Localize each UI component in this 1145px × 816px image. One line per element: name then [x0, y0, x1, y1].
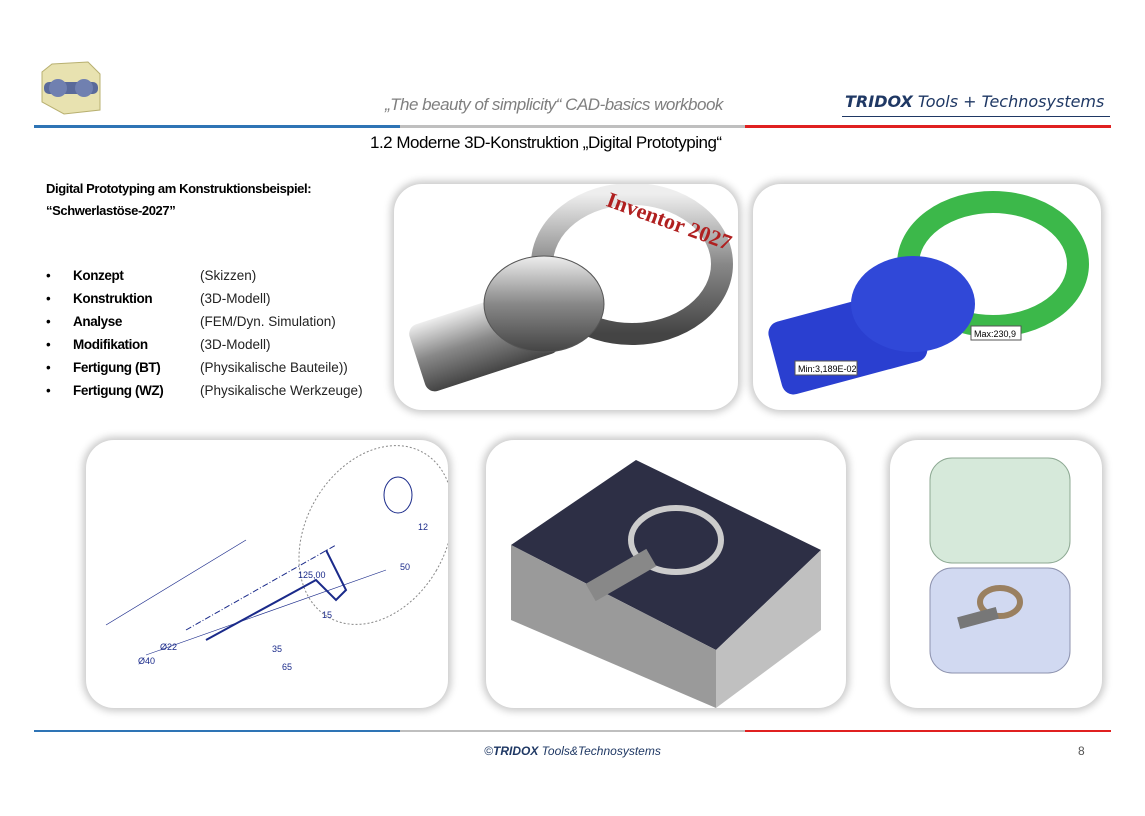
brand-name: TRIDOX Tools + Technosystems — [845, 92, 1104, 111]
process-list: • Konzept (Skizzen) • Konstruktion (3D-Model… — [46, 268, 363, 406]
divider-red — [745, 125, 1111, 128]
list-term: Analyse — [73, 314, 122, 329]
footer-copyright: ©TRIDOX Tools&Technosystems — [0, 744, 1145, 758]
intro-line-2: “Schwerlastöse-2027” — [46, 203, 176, 218]
list-item: • Modifikation (3D-Modell) — [46, 337, 363, 360]
list-term: Konstruktion — [73, 291, 153, 306]
list-item: • Fertigung (WZ) (Physikalische Werkzeuge) — [46, 383, 363, 406]
list-item: • Konstruktion (3D-Modell) — [46, 291, 363, 314]
list-desc: (Skizzen) — [200, 268, 257, 283]
dim-d40: Ø40 — [138, 656, 155, 666]
page-title: 1.2 Moderne 3D-Konstruktion „Digital Pro… — [370, 133, 722, 152]
brand-underline — [842, 116, 1110, 117]
dim-65: 65 — [282, 662, 292, 672]
page-number: 8 — [1078, 744, 1085, 758]
bullet: • — [46, 314, 51, 329]
bullet: • — [46, 383, 51, 398]
list-desc: (Physikalische Bauteile)) — [200, 360, 348, 375]
workbook-subtitle: „The beauty of simplicity“ CAD-basics wo… — [385, 95, 723, 114]
render-image: Inventor 2027 — [394, 184, 738, 410]
list-item: • Analyse (FEM/Dyn. Simulation) — [46, 314, 363, 337]
list-term: Konzept — [73, 268, 124, 283]
list-item: • Konzept (Skizzen) — [46, 268, 363, 291]
footer-brand-rest: Tools&Technosystems — [538, 744, 661, 758]
brand-rest: Tools + Technosystems — [912, 92, 1105, 111]
dim-35: 35 — [272, 644, 282, 654]
dim-125: 125,00 — [298, 570, 326, 580]
fem-max-label: Max:230,9 — [974, 329, 1016, 339]
list-desc: (3D-Modell) — [200, 337, 271, 352]
dim-50: 50 — [400, 562, 410, 572]
list-item: • Fertigung (BT) (Physikalische Bauteile)… — [46, 360, 363, 383]
copyright-symbol: © — [484, 744, 493, 758]
divider-gray — [400, 125, 745, 128]
list-desc: (Physikalische Werkzeuge) — [200, 383, 363, 398]
brand-bold: TRIDOX — [845, 92, 913, 111]
fem-min-label: Min:3,189E-02 — [798, 364, 857, 374]
divider-blue — [34, 125, 400, 128]
dim-15: 15 — [322, 610, 332, 620]
bullet: • — [46, 360, 51, 375]
intro-text: Digital Prototyping am Konstruktionsbeis… — [46, 178, 312, 222]
footer-divider-gray — [400, 730, 745, 732]
logo-icon — [41, 61, 101, 115]
dim-12: 12 — [418, 522, 428, 532]
bullet: • — [46, 268, 51, 283]
list-desc: (FEM/Dyn. Simulation) — [200, 314, 336, 329]
list-desc: (3D-Modell) — [200, 291, 271, 306]
list-term: Fertigung (BT) — [73, 360, 161, 375]
list-term: Fertigung (WZ) — [73, 383, 164, 398]
list-term: Modifikation — [73, 337, 148, 352]
assembly-image — [890, 440, 1102, 708]
footer-brand-bold: TRIDOX — [492, 744, 539, 758]
sketch-image: 125,00 50 12 15 35 65 Ø22 Ø40 — [86, 440, 448, 708]
mold-image — [486, 440, 846, 708]
bullet: • — [46, 337, 51, 352]
footer-divider-red — [745, 730, 1111, 732]
footer-divider-blue — [34, 730, 400, 732]
dim-d22: Ø22 — [160, 642, 177, 652]
intro-line-1: Digital Prototyping am Konstruktionsbeis… — [46, 181, 312, 196]
fem-image: Max:230,9 Min:3,189E-02 — [753, 184, 1101, 410]
bullet: • — [46, 291, 51, 306]
